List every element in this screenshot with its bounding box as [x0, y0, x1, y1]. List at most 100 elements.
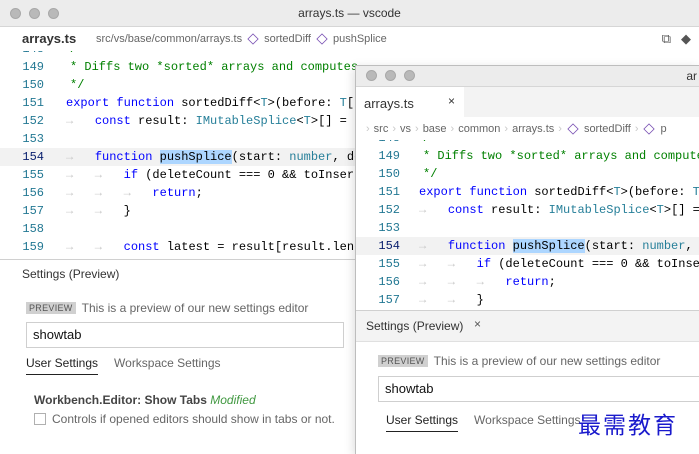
setting-title: Workbench.Editor: Show Tabs Modified — [34, 393, 256, 407]
settings-search-input[interactable]: showtab — [378, 376, 699, 402]
code-text: → const result: IMutableSplice<T>[] = [ — [66, 114, 362, 128]
window-title: ar — [686, 69, 697, 83]
tab-workspace-settings[interactable]: Workspace Settings — [114, 356, 221, 370]
settings-panel: Settings (Preview) × PREVIEW This is a p… — [356, 310, 699, 454]
editor-actions: ⧉ ◆ — [662, 31, 691, 47]
code-text: /** — [423, 140, 445, 147]
watermark-logo: 最需教育 — [578, 413, 678, 439]
tab-arrays-ts[interactable]: arrays.ts — [22, 31, 77, 46]
breadcrumb-vs[interactable]: vs — [400, 123, 412, 135]
preview-badge: PREVIEW — [378, 355, 428, 367]
close-icon[interactable]: × — [474, 317, 482, 331]
line-number: 149 — [378, 149, 400, 163]
line-number: 152 — [378, 203, 400, 217]
line-number: 151 — [22, 96, 44, 110]
code-text: → → → return; — [66, 186, 203, 200]
code-text: → → const latest = result[result.leng — [66, 240, 362, 254]
code-line: 149 * Diffs two *sorted* arrays and compu… — [356, 147, 699, 165]
code-text: → → } — [419, 293, 484, 307]
open-changes-icon[interactable]: ⧉ — [661, 31, 671, 46]
breadcrumb-base[interactable]: base — [422, 123, 447, 135]
window-controls — [10, 8, 59, 19]
breadcrumb-symbol-sorteddiff[interactable]: sortedDiff — [583, 123, 631, 135]
code-text: → const result: IMutableSplice<T>[] = — [419, 203, 699, 217]
settings-panel-title[interactable]: Settings (Preview) — [22, 267, 120, 281]
close-window-button[interactable] — [10, 8, 21, 19]
tab-user-settings[interactable]: User Settings — [386, 413, 459, 432]
setting-name: Show Tabs — [144, 393, 207, 407]
title-bar: arrays.ts — vscode — [0, 0, 699, 27]
code-text: */ — [70, 78, 85, 92]
setting-description: Controls if opened editors should show i… — [52, 412, 335, 426]
show-tabs-checkbox[interactable] — [34, 413, 46, 425]
breadcrumb-symbol-sorteddiff[interactable]: sortedDiff — [264, 33, 311, 45]
symbol-icon — [643, 123, 656, 135]
settings-scope-tabs: User Settings Workspace Settings — [26, 356, 221, 375]
close-window-button[interactable] — [366, 70, 377, 81]
code-line: 153 — [0, 130, 699, 148]
zoom-window-button[interactable] — [48, 8, 59, 19]
settings-search-input[interactable]: showtab — [26, 322, 344, 348]
line-number: 150 — [378, 167, 400, 181]
line-number: 150 — [22, 78, 44, 92]
code-text: → → if (deleteCount === 0 && toInser — [419, 257, 699, 271]
editor-tab-row: arrays.ts src/vs/base/common/arrays.ts s… — [0, 27, 699, 51]
close-tab-icon[interactable]: × — [448, 94, 456, 108]
window-controls — [366, 70, 415, 81]
code-text: → → → return; — [419, 275, 556, 289]
more-actions-icon[interactable]: ◆ — [681, 31, 691, 46]
breadcrumb-path[interactable]: src/vs/base/common/arrays.ts — [96, 33, 243, 45]
code-line: 156 → → → return; — [0, 184, 699, 202]
tab-arrays-ts[interactable]: arrays.ts × — [356, 87, 464, 117]
code-line: 148/** — [0, 51, 699, 58]
tab-label: arrays.ts — [364, 96, 414, 111]
preview-notice: PREVIEW This is a preview of our new set… — [26, 301, 308, 315]
breadcrumb-symbol-pushsplice[interactable]: pushSplice — [332, 33, 387, 45]
line-number: 155 — [22, 168, 44, 182]
chevron-right-icon: › — [634, 123, 639, 135]
chevron-right-icon: › — [450, 123, 455, 135]
code-line: 150 */ — [0, 76, 699, 94]
line-number: 149 — [22, 60, 44, 74]
code-text: /** — [70, 51, 92, 58]
window-title: arrays.ts — vscode — [298, 6, 401, 20]
line-number: 153 — [22, 132, 44, 146]
code-line: 156→ → → return; — [356, 273, 699, 291]
code-line: 150 */ — [356, 165, 699, 183]
code-text: */ — [423, 167, 438, 181]
code-line: 155→ → if (deleteCount === 0 && toInser — [356, 255, 699, 273]
symbol-icon — [316, 33, 328, 45]
settings-panel-title[interactable]: Settings (Preview) — [366, 319, 464, 333]
preview-badge: PREVIEW — [26, 302, 76, 314]
zoom-window-button[interactable] — [404, 70, 415, 81]
setting-row: Controls if opened editors should show i… — [34, 412, 335, 426]
breadcrumb-symbol-p[interactable]: p — [660, 123, 667, 135]
settings-scope-tabs: User Settings Workspace Settings — [386, 413, 581, 432]
setting-category: Workbench.Editor: — [34, 393, 142, 407]
code-editor[interactable]: 148/** 149* Diffs two *sorted* arrays an… — [356, 140, 699, 310]
tab-user-settings[interactable]: User Settings — [26, 356, 99, 375]
chevron-right-icon: › — [504, 123, 509, 135]
code-line: 152 → const result: IMutableSplice<T>[] =… — [0, 112, 699, 130]
code-text: * Diffs two *sorted* arrays and compute — [423, 149, 699, 163]
breadcrumb-src[interactable]: src — [373, 123, 389, 135]
settings-panel-header: Settings (Preview) × — [356, 311, 699, 342]
breadcrumb-common[interactable]: common — [458, 123, 501, 135]
code-line: 157 → → } — [0, 202, 699, 220]
title-bar: ar — [356, 66, 699, 87]
minimize-window-button[interactable] — [29, 8, 40, 19]
breadcrumb-file[interactable]: arrays.ts — [512, 123, 555, 135]
preview-text: This is a preview of our new settings ed… — [433, 354, 661, 368]
line-number: 152 — [22, 114, 44, 128]
line-number: 157 — [22, 204, 44, 218]
line-number: 156 — [22, 186, 44, 200]
code-text: → → } — [66, 204, 131, 218]
tab-workspace-settings[interactable]: Workspace Settings — [474, 413, 581, 427]
chevron-right-icon: › — [392, 123, 397, 135]
minimize-window-button[interactable] — [385, 70, 396, 81]
code-line: 158 — [0, 220, 699, 238]
code-line: 149* Diffs two *sorted* arrays and compu… — [0, 58, 699, 76]
code-text: → function pushSplice(start: number, d — [419, 239, 693, 253]
